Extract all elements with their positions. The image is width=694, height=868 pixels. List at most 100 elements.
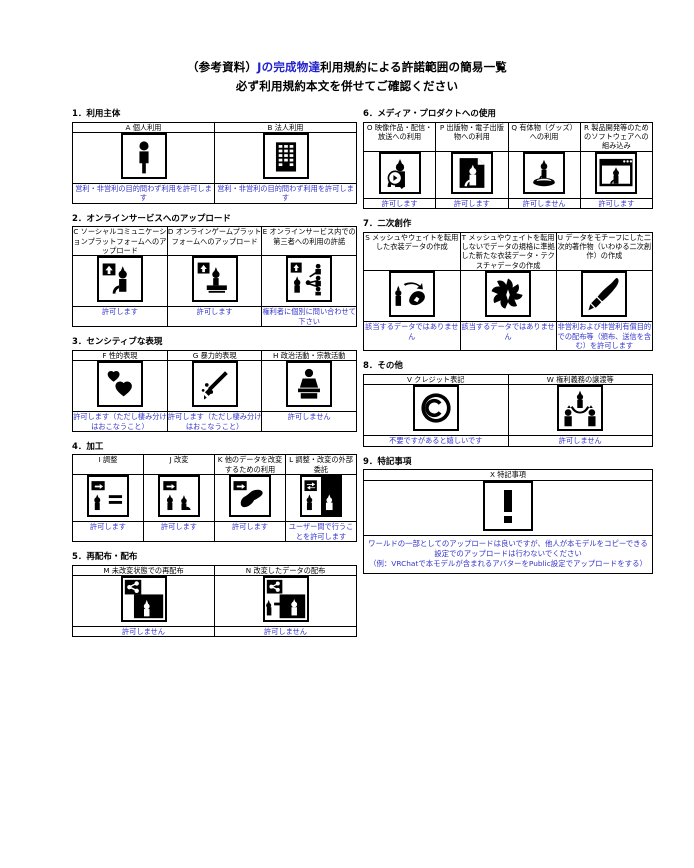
cell-G-icon-wrap	[166, 360, 263, 413]
paintbrush-icon	[581, 271, 628, 318]
upload-share-third-party-icon	[286, 256, 333, 303]
cell-A-verdict: 営利・非営利の目的問わず利用を許可します	[72, 182, 215, 204]
person-icon	[120, 132, 167, 179]
left-column: 1．利用主体 A 個人利用 B 法人利用	[72, 108, 357, 646]
section-1-table: A 個人利用 B 法人利用	[72, 121, 357, 204]
section-7-title: 7．二次創作	[363, 219, 412, 230]
icon-row	[72, 255, 357, 308]
cell-W-verdict: 許可しません	[507, 435, 653, 447]
section-6-title: 6．メディア・プロダクトへの使用	[363, 109, 496, 119]
cell-C-label: C ソーシャルコミュニケーションプラットフォームへのアップロード	[72, 226, 168, 257]
upload-game-icon	[191, 256, 238, 303]
section-8-table: V クレジット表記 W 権利義務の譲渡等	[363, 373, 653, 447]
cell-H-verdict: 許可しません	[261, 411, 357, 432]
mesh-reuse-icon	[388, 271, 435, 318]
sections-container: 1．利用主体 A 個人利用 B 法人利用	[0, 108, 694, 646]
section-3-title: 3．センシティブな表現	[72, 337, 163, 348]
icon-row	[72, 360, 357, 413]
cell-X-icon-wrap	[363, 479, 653, 536]
title-suffix: 利用規約による許諾範囲の簡易一覧	[320, 60, 508, 74]
cell-T-verdict: 該当するデータではありません	[459, 321, 557, 352]
section-5-table: M 未改変状態での再配布 N 改変したデータの配布	[72, 564, 357, 638]
icon-row	[363, 384, 653, 437]
cell-I-icon-wrap	[72, 474, 144, 523]
cell-F-icon-wrap	[72, 360, 168, 413]
building-icon	[262, 132, 309, 179]
cell-N-icon-wrap	[214, 575, 357, 627]
hearts-icon	[96, 361, 143, 408]
cell-D-verdict: 許可します	[166, 306, 263, 328]
header-row: A 個人利用 B 法人利用	[72, 121, 357, 133]
outsource-icon	[300, 475, 342, 518]
cell-K-label: K 他のデータを改変するための利用	[214, 454, 286, 476]
verdict-row: 許可します 許可します 権利者に個別に問い合わせて下さい	[72, 306, 357, 328]
section-2-online-upload: 2．オンラインサービスへのアップロード C ソーシャルコミュニケーションプラット…	[72, 213, 357, 328]
cell-L-label: L 調整・改変の外部委託	[285, 454, 357, 476]
knife-icon	[191, 361, 238, 408]
adjust-equal-icon	[87, 475, 129, 518]
cell-T-label: T メッシュやウェイトを転用しないでデータの規格に準拠した新たな衣装データ・テク…	[459, 231, 557, 272]
software-embed-icon	[595, 151, 638, 194]
cell-S-icon-wrap	[363, 270, 461, 323]
cell-R-label: R 製品開発等のためのソフトウェアへの組み込み	[579, 121, 654, 152]
title-product-name: Jの完成物達	[257, 60, 321, 74]
verdict-row: 営利・非営利の目的問わず利用を許可します 営利・非営利の目的問わず利用を許可しま…	[72, 182, 357, 204]
cell-J-verdict: 許可します	[143, 521, 215, 543]
section-4-table: I 調整 J 改変 K 他のデータを改変するための利用 L 調整・改変の外部委託	[72, 454, 357, 543]
icon-row	[72, 131, 357, 184]
header-row: I 調整 J 改変 K 他のデータを改変するための利用 L 調整・改変の外部委託	[72, 454, 357, 476]
modify-other-data-icon	[229, 475, 271, 518]
cell-K-icon-wrap	[214, 474, 286, 523]
cell-I-label: I 調整	[72, 454, 144, 476]
cell-O-icon-wrap	[362, 150, 437, 199]
header-row: V クレジット表記 W 権利義務の譲渡等	[363, 373, 653, 386]
section-6-table: O 映像作品・配信・放送への利用 P 出版物・電子出版物への利用 Q 有体物（グ…	[362, 121, 654, 210]
section-8-other: 8．その他 V クレジット表記 W 権利義務の譲渡等	[363, 360, 653, 447]
cell-N-label: N 改変したデータの配布	[214, 564, 357, 577]
cell-U-label: U データをモチーフにした二次的著作物（いわゆる二次創作）の作成	[555, 231, 654, 272]
section-9-table: X 特記事項 ワールドの一部としてのアップロードは良いですが、他人が本モデルをコ…	[363, 469, 653, 574]
cell-L-verdict: ユーザー間で行うことを許可します	[285, 521, 357, 543]
cell-X-label: X 特記事項	[363, 469, 653, 481]
cell-G-verdict: 許可します（ただし棲み分けはおこなうこと）	[166, 411, 263, 432]
cell-C-icon-wrap	[72, 255, 168, 308]
cell-E-label: E オンラインサービス内での第三者への利用の許諾	[261, 226, 357, 257]
cell-Q-verdict: 許可しません	[507, 197, 581, 210]
cell-M-verdict: 許可しません	[72, 625, 215, 638]
exclamation-icon	[483, 480, 533, 531]
cell-D-label: D オンラインゲームプラットフォームへのアップロード	[166, 226, 263, 257]
section-1-usage-subject: 1．利用主体 A 個人利用 B 法人利用	[72, 108, 357, 204]
verdict-row: 許可します 許可します 許可しません 許可します	[362, 197, 654, 210]
video-broadcast-icon	[378, 151, 421, 194]
cell-A-icon-wrap	[72, 131, 215, 184]
cell-W-icon-wrap	[507, 384, 653, 437]
cell-P-verdict: 許可します	[435, 197, 509, 210]
title-prefix: （参考資料）	[186, 60, 258, 74]
right-column: 6．メディア・プロダクトへの使用 O 映像作品・配信・放送への利用 P 出版物・…	[362, 108, 654, 583]
cell-P-label: P 出版物・電子出版物への利用	[435, 121, 509, 152]
cell-A-label: A 個人利用	[72, 121, 215, 133]
section-5-title: 5．再配布・配布	[72, 552, 138, 563]
verdict-row: 該当するデータではありません 該当するデータではありません 非営利および非営利有…	[363, 321, 654, 352]
cell-O-label: O 映像作品・配信・放送への利用	[362, 121, 437, 152]
cell-S-label: S メッシュやウェイトを転用した衣装データの作成	[363, 231, 461, 272]
section-4-title: 4．加工	[72, 441, 104, 452]
cell-J-icon-wrap	[143, 474, 215, 523]
podium-speaker-icon	[286, 361, 333, 408]
verdict-row: 許可します 許可します 許可します ユーザー間で行うことを許可します	[72, 521, 357, 543]
cell-H-label: H 政治活動・宗教活動	[261, 349, 357, 362]
cell-R-verdict: 許可します	[579, 197, 654, 210]
cell-W-label: W 権利義務の譲渡等	[507, 373, 653, 386]
section-6-media-product-use: 6．メディア・プロダクトへの使用 O 映像作品・配信・放送への利用 P 出版物・…	[362, 108, 654, 210]
section-4-processing: 4．加工 I 調整 J 改変 K 他のデータを改変するための利用 L 調整・改変…	[72, 441, 357, 543]
cell-D-icon-wrap	[166, 255, 263, 308]
header-row: C ソーシャルコミュニケーションプラットフォームへのアップロード D オンライン…	[72, 226, 357, 257]
section-1-title: 1．利用主体	[72, 109, 121, 119]
icon-row	[363, 270, 654, 323]
header-row: M 未改変状態での再配布 N 改変したデータの配布	[72, 564, 357, 577]
cell-J-label: J 改変	[143, 454, 215, 476]
section-9-special-notes: 9．特記事項 X 特記事項 ワールドの一部としてのアップロードは良いですが、他	[363, 456, 653, 574]
cell-H-icon-wrap	[261, 360, 357, 413]
section-8-title: 8．その他	[363, 361, 403, 372]
